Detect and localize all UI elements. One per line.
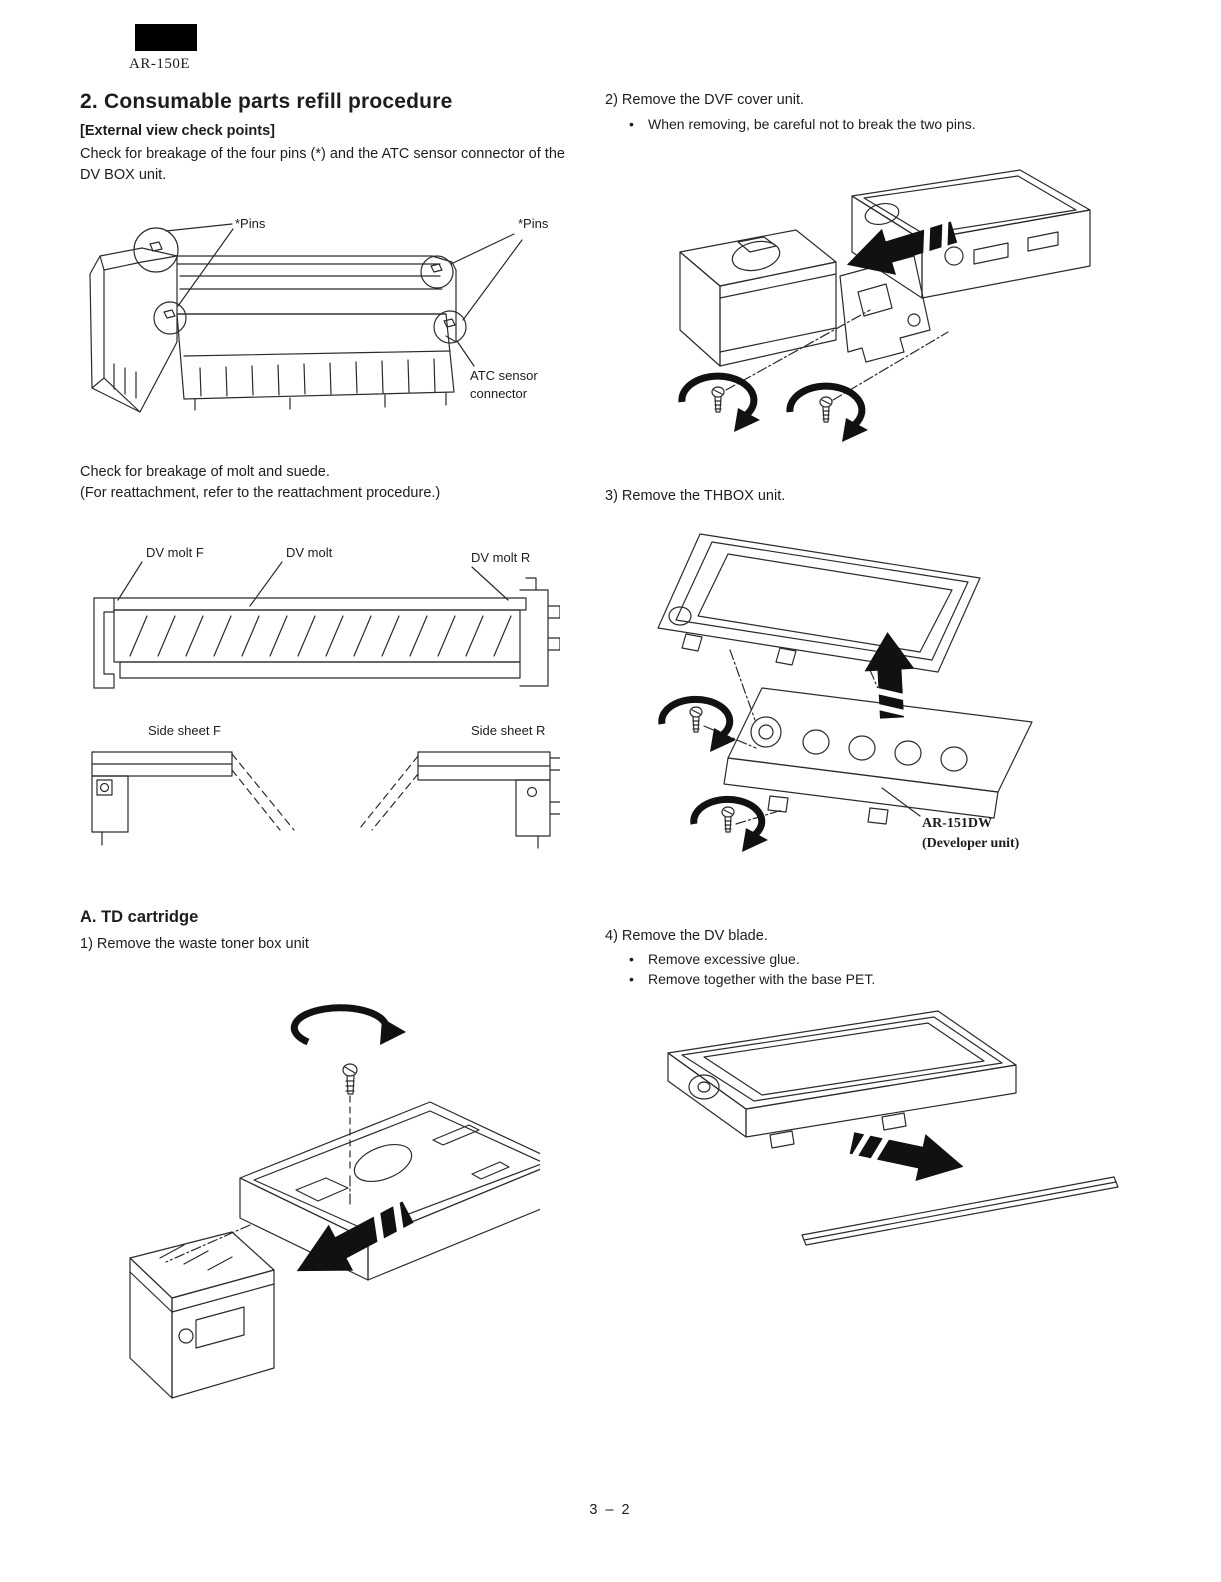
removal-arrow-icon	[846, 220, 958, 275]
step-4-bullet-1: • Remove excessive glue.	[629, 951, 800, 967]
step-2-bullet-text: When removing, be careful not to break t…	[648, 116, 976, 132]
bullet-icon: •	[629, 116, 634, 132]
figure-dv-blade	[620, 995, 1130, 1265]
step-2-bullet: • When removing, be careful not to break…	[629, 116, 976, 132]
figure-waste-toner-box	[100, 990, 540, 1425]
screw-with-rotation-arrow-icon	[690, 795, 768, 852]
step-4-bullet-2-text: Remove together with the base PET.	[648, 971, 876, 987]
section-title: 2. Consumable parts refill procedure	[80, 90, 453, 113]
figure-dvf-cover	[618, 152, 1102, 452]
dv-box-illustration	[89, 223, 523, 413]
dv-molt-r-label: DV molt R	[471, 550, 531, 565]
waste-toner-illustration	[129, 1004, 540, 1399]
check-points-body: Check for breakage of the four pins (*) …	[80, 146, 565, 183]
screw-with-rotation-arrow-icon	[786, 382, 868, 442]
developer-unit-label-line2: (Developer unit)	[922, 836, 1020, 851]
molt-check-line1: Check for breakage of molt and suede.	[80, 464, 330, 480]
removal-arrow-icon	[849, 1131, 964, 1182]
bullet-icon: •	[629, 951, 634, 967]
figure-molt-side-sheets: DV molt F DV molt DV molt R Side sheet F…	[80, 540, 560, 860]
atc-sensor-label-line2: connector	[470, 386, 528, 401]
molt-illustration	[91, 561, 560, 849]
removal-arrow-icon	[296, 1201, 414, 1272]
check-points-heading: [External view check points]	[80, 123, 276, 139]
step-4-bullet-2: • Remove together with the base PET.	[629, 971, 875, 987]
screw-icon	[342, 1063, 358, 1095]
figure-dv-box-external-view: *Pins *Pins ATC sensor connector	[80, 196, 560, 446]
brand-logo	[135, 24, 197, 51]
atc-sensor-label-line1: ATC sensor	[470, 368, 538, 383]
step-2-text: 2) Remove the DVF cover unit.	[605, 92, 805, 108]
screw-with-rotation-arrow-icon	[658, 695, 736, 752]
dv-molt-label: DV molt	[286, 545, 333, 560]
bullet-icon: •	[629, 971, 634, 987]
pins-label-left: *Pins	[235, 216, 266, 231]
step-3-text: 3) Remove the THBOX unit.	[605, 488, 786, 504]
step-1-text: 1) Remove the waste toner box unit	[80, 936, 309, 952]
side-sheet-r-label: Side sheet R	[471, 723, 546, 738]
model-number: AR-150E	[129, 56, 190, 72]
step-4-bullet-1-text: Remove excessive glue.	[648, 951, 800, 967]
lift-arrow-icon	[864, 632, 915, 719]
screw-with-rotation-arrow-icon	[678, 372, 760, 432]
thbox-illustration	[657, 533, 1033, 852]
pins-label-right: *Pins	[518, 216, 549, 231]
page-number: 3 – 2	[589, 1502, 632, 1518]
section-a-heading: A. TD cartridge	[80, 908, 199, 926]
step-4-text: 4) Remove the DV blade.	[605, 928, 768, 944]
developer-unit-label-line1: AR-151DW	[922, 816, 992, 831]
side-sheet-f-label: Side sheet F	[148, 723, 221, 738]
figure-thbox: AR-151DW (Developer unit)	[620, 520, 1130, 880]
molt-check-line2: (For reattachment, refer to the reattach…	[80, 485, 441, 501]
dv-molt-f-label: DV molt F	[146, 545, 204, 560]
dv-blade-illustration	[667, 1010, 1119, 1246]
rotation-arrow-icon	[290, 1004, 406, 1046]
dvf-cover-illustration	[678, 169, 1091, 442]
